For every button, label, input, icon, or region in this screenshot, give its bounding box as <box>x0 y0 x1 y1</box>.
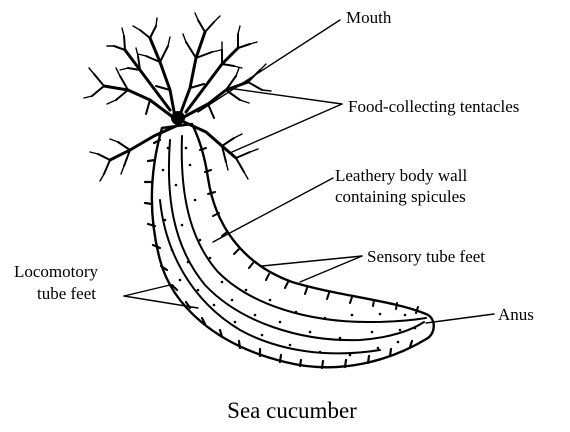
sensory-leader-2 <box>300 256 362 282</box>
body-outline <box>152 124 434 367</box>
tentacles-leader-2 <box>232 104 342 152</box>
mouth-center <box>171 111 185 125</box>
label-locomotory-line2: tube feet <box>37 284 96 303</box>
locomotory-leader-1 <box>124 285 170 296</box>
label-body-wall-line2: containing spicules <box>335 187 466 206</box>
sensory-leader-1 <box>262 256 362 266</box>
label-anus: Anus <box>498 305 534 324</box>
label-mouth: Mouth <box>346 8 392 27</box>
anus-leader <box>426 314 494 323</box>
label-food-collecting-tentacles: Food-collecting tentacles <box>348 97 519 116</box>
body-wall-leader <box>213 178 333 242</box>
label-body-wall-line1: Leathery body wall <box>335 166 467 185</box>
label-locomotory-line1: Locomotory <box>14 262 99 281</box>
diagram-title: Sea cucumber <box>227 398 357 423</box>
sea-cucumber-body <box>145 124 434 368</box>
label-sensory-tube-feet: Sensory tube feet <box>367 247 485 266</box>
